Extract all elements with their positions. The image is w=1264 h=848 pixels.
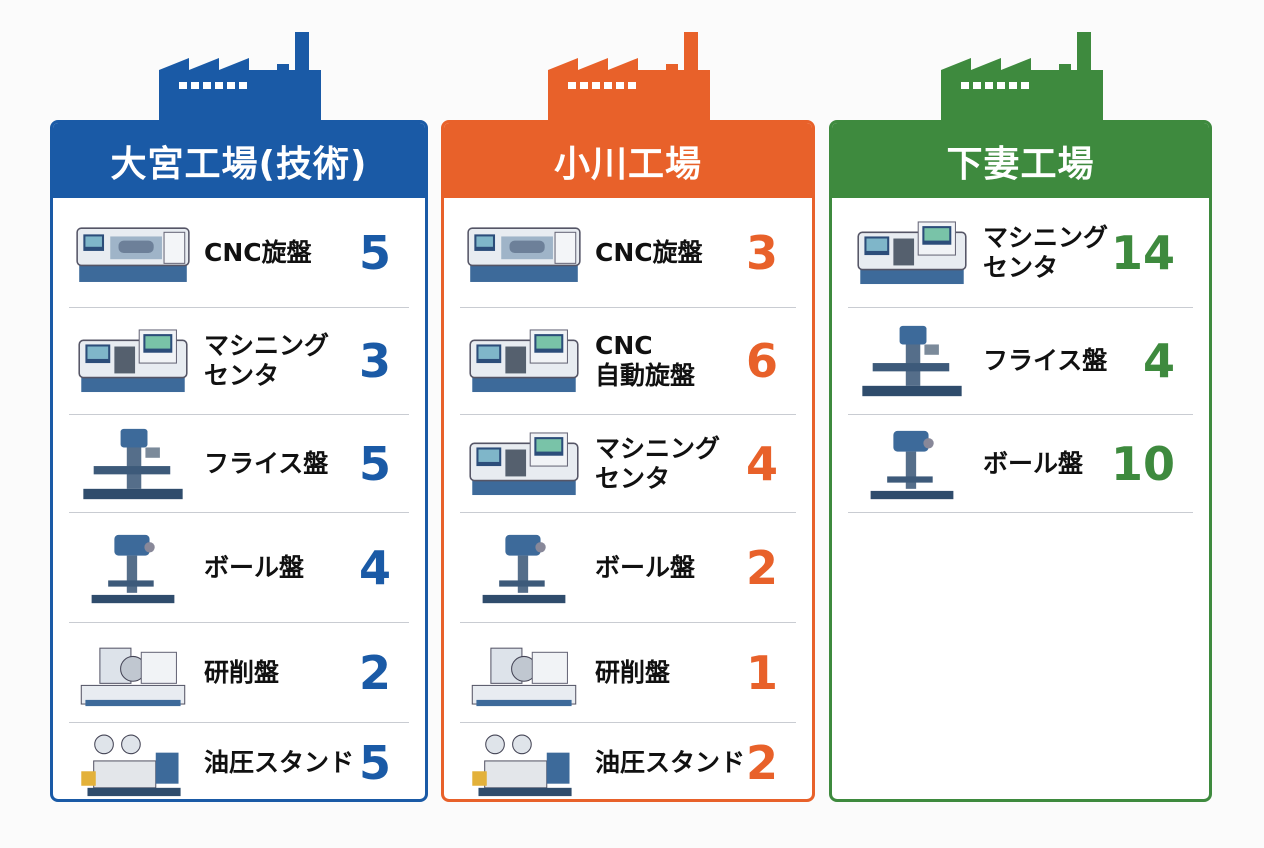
machining-center-icon: [73, 321, 193, 401]
equipment-label: ボール盤: [204, 552, 305, 582]
equipment-label: マシニングセンタ: [204, 331, 330, 390]
equipment-count: 10: [1110, 436, 1175, 491]
machining-center-icon: [852, 213, 972, 293]
factory-building-icon: [940, 30, 1111, 122]
equipment-count: 4: [745, 436, 778, 491]
factory-name: 下妻工場: [832, 123, 1209, 198]
milling-machine-icon: [852, 321, 972, 401]
equipment-label: フライス盤: [983, 346, 1108, 375]
equipment-count: 3: [745, 225, 778, 280]
equipment-label: ボール盤: [595, 552, 696, 582]
equipment-count: 1: [745, 645, 778, 700]
drill-press-icon: [73, 528, 193, 608]
equipment-row: ボール盤 2: [460, 513, 796, 623]
equipment-row: 油圧スタンド 5: [69, 723, 409, 799]
factory-building-icon: [548, 30, 718, 122]
factory-name: 小川工場: [444, 123, 812, 198]
equipment-count: 5: [358, 225, 391, 280]
equipment-count: 2: [745, 736, 778, 790]
equipment-label: フライス盤: [204, 448, 329, 478]
equipment-count: 2: [358, 645, 391, 700]
equipment-label: ボール盤: [983, 448, 1084, 478]
cnc-automatic-lathe-icon: [464, 321, 584, 401]
equipment-row: CNC旋盤 5: [69, 198, 409, 308]
equipment-count: 4: [1142, 334, 1175, 388]
factory-name: 大宮工場(技術): [53, 123, 425, 198]
equipment-count: 5: [358, 736, 391, 790]
hydraulic-stand-icon: [464, 723, 584, 799]
cnc-lathe-icon: [464, 213, 584, 293]
drill-press-icon: [464, 528, 584, 608]
hydraulic-stand-icon: [73, 723, 193, 799]
equipment-label: マシニングセンタ: [983, 222, 1109, 282]
equipment-count: 2: [745, 540, 778, 595]
drill-press-icon: [852, 424, 972, 504]
grinder-icon: [464, 633, 584, 713]
equipment-row: マシニングセンタ 3: [69, 308, 409, 415]
cnc-lathe-icon: [73, 213, 193, 293]
equipment-count: 6: [745, 334, 778, 388]
equipment-row: CNC旋盤 3: [460, 198, 796, 308]
equipment-count: 5: [358, 436, 391, 491]
equipment-count: 4: [358, 540, 391, 595]
equipment-label: 油圧スタンド: [204, 748, 355, 777]
equipment-row: マシニングセンタ 4: [460, 415, 796, 513]
equipment-row: 油圧スタンド 2: [460, 723, 796, 799]
machining-center-icon: [464, 424, 584, 504]
equipment-label: CNC旋盤: [204, 237, 312, 267]
equipment-count: 3: [358, 334, 391, 388]
equipment-label: 油圧スタンド: [595, 748, 746, 777]
equipment-row: 研削盤 1: [460, 623, 796, 723]
equipment-row: 研削盤 2: [69, 623, 409, 723]
equipment-count: 14: [1110, 225, 1175, 280]
equipment-row: ボール盤 10: [848, 415, 1193, 513]
equipment-row: フライス盤 5: [69, 415, 409, 513]
equipment-label: マシニングセンタ: [595, 433, 721, 493]
equipment-label: 研削盤: [595, 657, 671, 687]
equipment-label: CNC旋盤: [595, 237, 703, 267]
factory-panel: 下妻工場 マシニングセンタ 14 フライス盤 4 ボール盤 10: [829, 120, 1212, 802]
milling-machine-icon: [73, 424, 193, 504]
equipment-row: ボール盤 4: [69, 513, 409, 623]
grinder-icon: [73, 633, 193, 713]
factory-panel: 大宮工場(技術) CNC旋盤 5 マシニングセンタ 3 フライス盤 5 ボール盤…: [50, 120, 428, 802]
equipment-row: フライス盤 4: [848, 308, 1193, 415]
factory-building-icon: [159, 30, 329, 122]
equipment-label: 研削盤: [204, 657, 280, 687]
equipment-row: マシニングセンタ 14: [848, 198, 1193, 308]
